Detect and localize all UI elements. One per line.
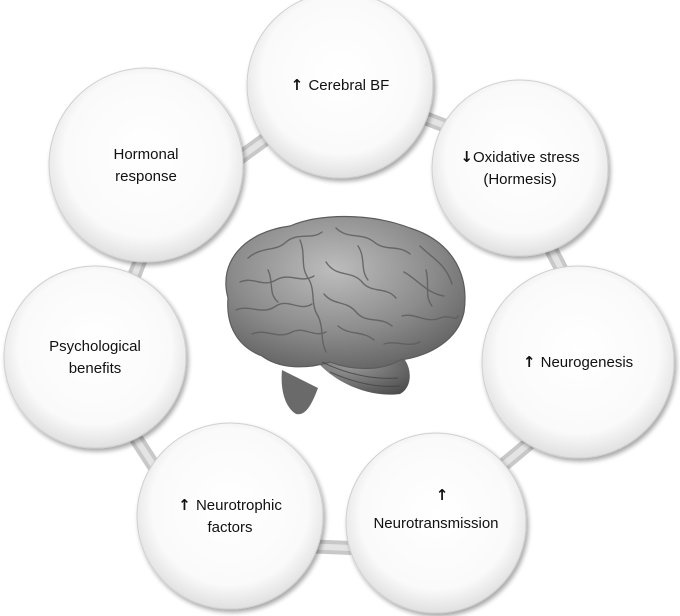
node-label-text: Cerebral BF [308,77,389,94]
up-arrow-icon: ↑ [436,486,449,504]
node-label-text: Neurotransmission [373,515,498,532]
node-circle [246,0,434,179]
node-label-line: factors [207,519,252,536]
node-label-line: (Hormesis) [483,171,556,188]
node-circle [136,422,324,610]
node-circle [481,265,675,459]
node-neurogenesis: ↑ Neurogenesis [481,265,675,459]
node-label-text: Hormonal [113,146,178,163]
node-label-text: Neurotrophic [196,497,282,514]
node-cerebral-bf: ↑ Cerebral BF [246,0,434,179]
node-oxidative-stress: ↓Oxidative stress (Hormesis) [431,79,609,257]
node-label-text: Oxidative stress [473,149,580,166]
node-label-line: ↑ Neurotrophic [178,496,282,514]
up-arrow-icon: ↑ [178,496,196,514]
node-label-text: Psychological [49,338,141,355]
node-label-text: Neurogenesis [541,354,634,371]
node-label-line: ↑ Neurogenesis [523,353,633,371]
brain-gyri [235,227,459,353]
node-circle [3,265,187,449]
node-label-text: response [115,168,177,185]
node-circle [345,432,527,614]
node-label-line: benefits [69,360,122,377]
cerebellum-folds [321,361,401,387]
node-neurotransmission: ↑ Neurotransmission [345,432,527,614]
node-hormonal-response: Hormonal response [48,67,244,263]
node-neurotrophic-factors: ↑ Neurotrophic factors [136,422,324,610]
node-psychological-benefits: Psychological benefits [3,265,187,449]
node-label-line: Neurotransmission [373,515,498,532]
node-circle [48,67,244,263]
brain-illustration [225,215,466,415]
up-arrow-icon: ↑ [523,353,541,371]
node-label-line: response [115,168,177,185]
up-arrow-icon: ↑ [291,76,309,94]
down-arrow-icon: ↓ [460,148,473,166]
node-label-line: ↑ Cerebral BF [291,76,390,94]
brain-stem [281,370,318,415]
node-label-line: Hormonal [113,146,178,163]
node-label-text: factors [207,519,252,536]
node-label-text: (Hormesis) [483,171,556,188]
node-label-text: benefits [69,360,122,377]
node-label-line: ↓Oxidative stress [460,148,579,166]
brain-cerebrum [225,215,466,370]
node-circle [431,79,609,257]
node-label-line: Psychological [49,338,141,355]
